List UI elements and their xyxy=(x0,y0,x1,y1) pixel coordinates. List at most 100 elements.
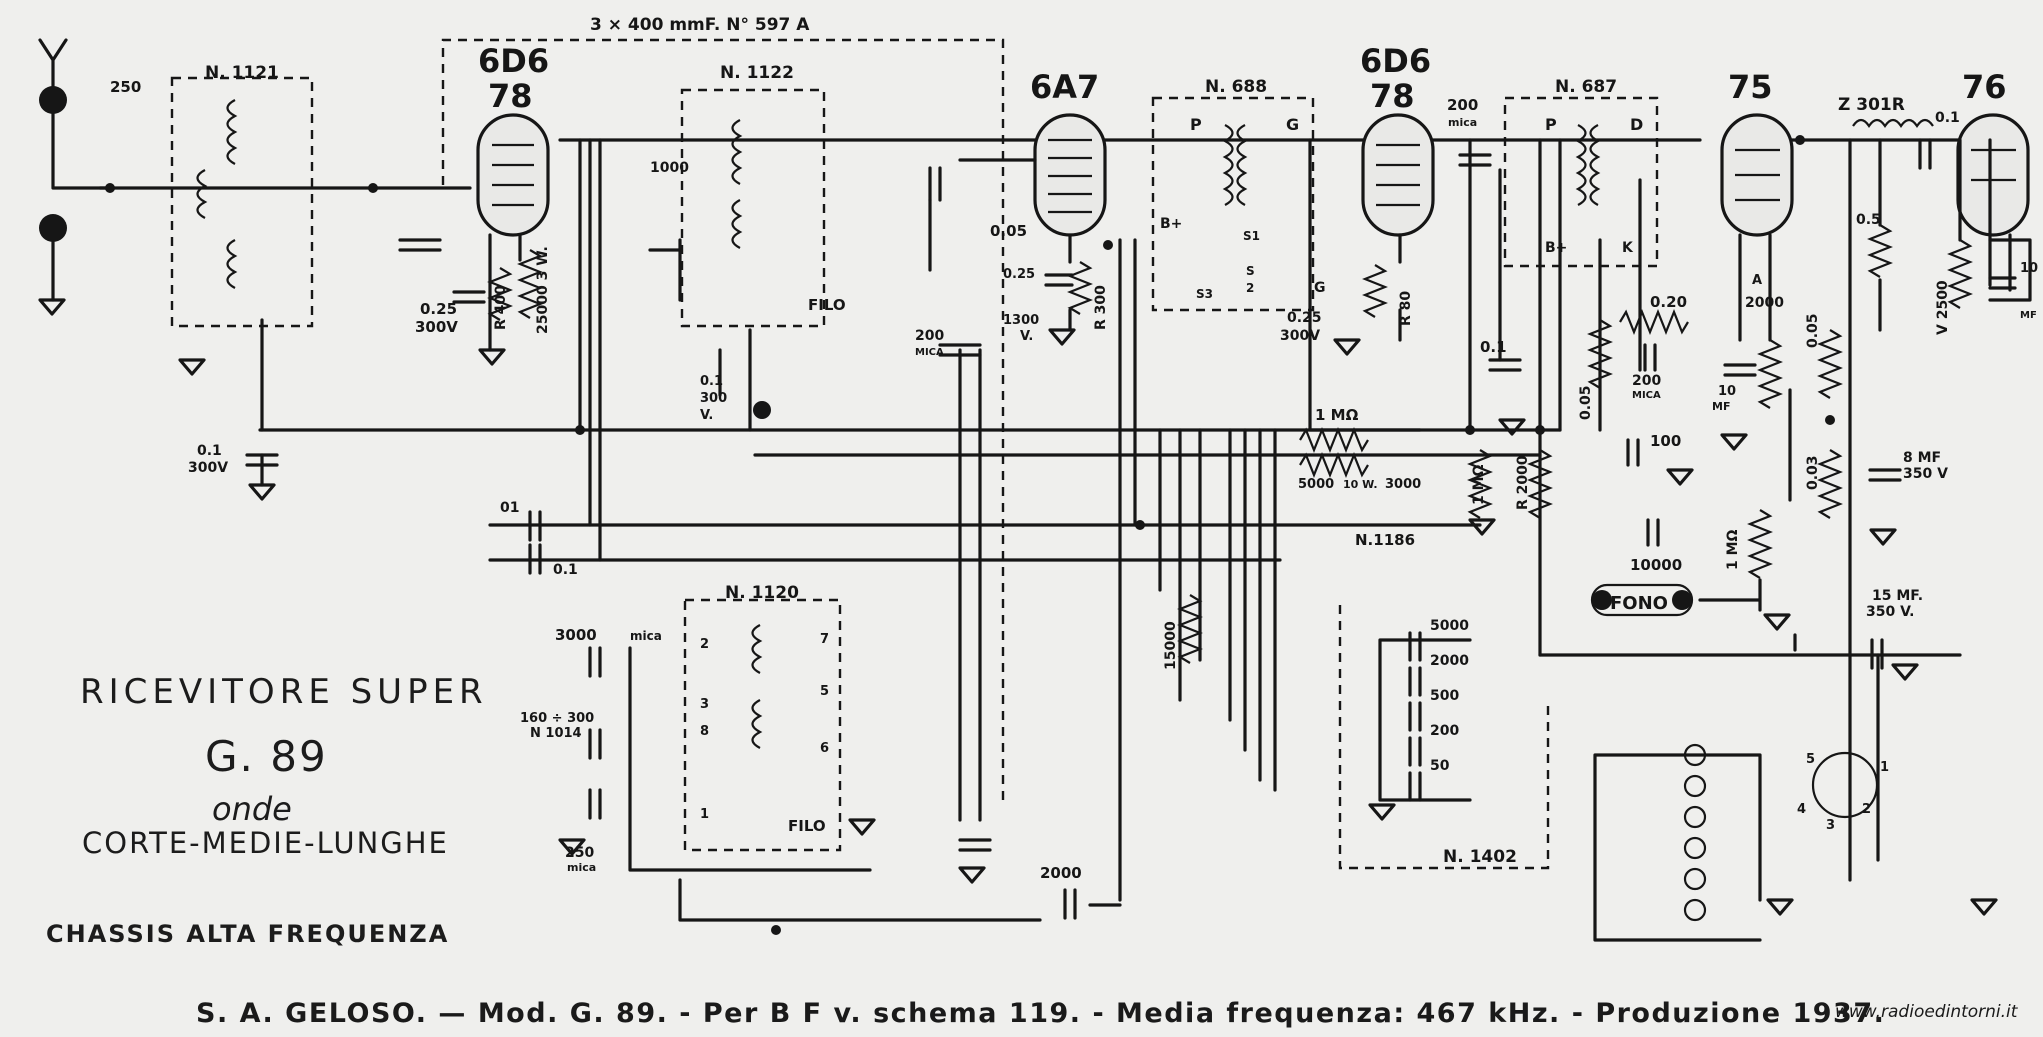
tube-labels: 6D6 78 6A7 6D6 78 75 76 xyxy=(478,42,2007,115)
capacitor-01-a xyxy=(528,510,542,542)
label-s2000: 2000 xyxy=(1430,653,1469,669)
ground-antenna xyxy=(38,298,66,316)
label-r020: 0.20 xyxy=(1650,293,1687,311)
label-r5000: 5000 xyxy=(1298,477,1334,492)
label-c01b: 0.1 xyxy=(1480,338,1507,356)
resistor-25000 xyxy=(517,249,543,319)
label-t3: 3 xyxy=(700,697,709,712)
label-p2: 2 xyxy=(1862,802,1871,817)
coils xyxy=(196,99,1934,749)
label-c01a: 0.1 xyxy=(197,443,222,459)
lamp-2 xyxy=(1683,774,1707,798)
ground-osc xyxy=(558,838,586,856)
label-pin-k2: K xyxy=(1622,240,1634,256)
tube-label-76: 76 xyxy=(1962,68,2007,106)
label-c01c: 0.1 xyxy=(1935,110,1960,126)
label-r400: R 400 xyxy=(493,285,509,330)
label-p3: 3 xyxy=(1826,818,1835,833)
lamp-5 xyxy=(1683,867,1707,891)
title-line-3: onde xyxy=(212,790,292,828)
coil-n1120-a xyxy=(751,624,763,674)
coil-n688-g xyxy=(1236,124,1248,206)
title-line-2: G. 89 xyxy=(205,732,328,781)
label-p4: 4 xyxy=(1797,802,1806,817)
coil-n687-d xyxy=(1589,124,1601,206)
tube-label-6a7: 6A7 xyxy=(1030,68,1099,106)
coil-n1121-c xyxy=(226,239,238,289)
capacitor-block xyxy=(958,838,992,852)
tube-6a7 xyxy=(1033,113,1107,237)
label-c01e: 0.1 xyxy=(553,562,578,578)
label-v300d: 300V xyxy=(1280,328,1320,344)
label-c07: 0.1 xyxy=(700,374,723,389)
capacitor-200-mica-c xyxy=(1643,343,1657,372)
resistor-005-c xyxy=(1817,329,1843,399)
ground-ladder xyxy=(1368,803,1396,821)
capacitor-8mf xyxy=(1868,468,1902,482)
coil-n1120-b xyxy=(751,699,763,749)
label-n1122: N. 1122 xyxy=(720,63,794,83)
junction-dots xyxy=(105,135,1835,935)
ground-lamps xyxy=(1766,898,1794,916)
tube-label-6d6-b: 6D6 xyxy=(1360,42,1431,80)
block-n1122 xyxy=(680,88,826,328)
capacitor-2000 xyxy=(1063,888,1077,920)
block-n1121 xyxy=(170,76,314,328)
label-c025c: 0.25 xyxy=(1287,310,1322,326)
wiring xyxy=(260,138,2032,922)
tube-76 xyxy=(1956,113,2030,237)
speaker-socket xyxy=(1811,751,1879,819)
ground-1120 xyxy=(848,818,876,836)
tube-label-6d6-a: 6D6 xyxy=(478,42,549,80)
resistor-v2500 xyxy=(1947,239,1973,309)
lamp-6 xyxy=(1683,898,1707,922)
label-pin-p1: P xyxy=(1190,115,1202,134)
label-c200mica1: 200 xyxy=(915,328,944,344)
block-n1402 xyxy=(1338,605,1550,870)
label-r300a: 1300 xyxy=(1003,313,1039,328)
label-n1121: N. 1121 xyxy=(205,63,279,83)
title-line-1: RICEVITORE SUPER xyxy=(80,672,488,712)
resistor-1m-c xyxy=(1467,449,1493,519)
label-c10mf: 10 xyxy=(1718,384,1736,399)
resistor-1m-b xyxy=(1299,452,1369,478)
label-r1m1: 1 MΩ xyxy=(1315,406,1359,424)
title-line-4: CORTE-MEDIE-LUNGHE xyxy=(82,826,449,860)
tubes xyxy=(476,113,2030,237)
resistor-15000 xyxy=(1177,594,1203,664)
label-n687: N. 687 xyxy=(1555,77,1617,97)
block-n1120 xyxy=(683,598,842,852)
label-r25000: 25000 3 W. xyxy=(535,246,551,334)
coil-n1121-b xyxy=(196,169,208,219)
component-labels: 250 1000 0.25 300V R 400 25000 3 W. 0.1 … xyxy=(110,78,2038,882)
capacitor-input xyxy=(928,166,942,202)
coil-n1121-a xyxy=(226,99,238,165)
label-pin-d2: D xyxy=(1630,115,1643,134)
label-r1m2: 1 MΩ xyxy=(1471,464,1487,505)
tube-label-75: 75 xyxy=(1728,68,1773,106)
coil-n1122-a xyxy=(731,119,743,185)
ground-8mf xyxy=(1869,528,1897,546)
label-a2000v: 2000 xyxy=(1745,295,1784,311)
ground-15mf xyxy=(1891,663,1919,681)
capacitor-01-b xyxy=(528,543,542,575)
dashed-blocks xyxy=(170,38,1659,870)
label-mf: MF xyxy=(1712,400,1730,413)
fono-connector xyxy=(1590,583,1694,617)
label-mf2: MF xyxy=(2020,310,2037,321)
label-c10000: 10000 xyxy=(1630,556,1682,574)
label-v300b: 300V xyxy=(188,460,228,476)
coil-n687-p xyxy=(1575,124,1587,206)
label-r05: 0.5 xyxy=(1856,212,1881,228)
label-mica1: MICA xyxy=(915,347,944,358)
label-v350b: 350 V. xyxy=(1866,604,1914,620)
label-g1: G xyxy=(1314,280,1326,296)
footer-caption: S. A. GELOSO. — Mod. G. 89. - Per B F v.… xyxy=(196,998,1886,1029)
capacitor-ladder xyxy=(1408,631,1422,802)
ground-01-c xyxy=(1498,418,1526,436)
label-c160: 160 ÷ 300 xyxy=(520,711,594,726)
label-r10w: 10 W. xyxy=(1343,478,1378,491)
antenna-terminal xyxy=(39,86,67,114)
label-pin-s2: S xyxy=(1246,264,1255,278)
capacitor-01-d xyxy=(1918,138,1932,170)
